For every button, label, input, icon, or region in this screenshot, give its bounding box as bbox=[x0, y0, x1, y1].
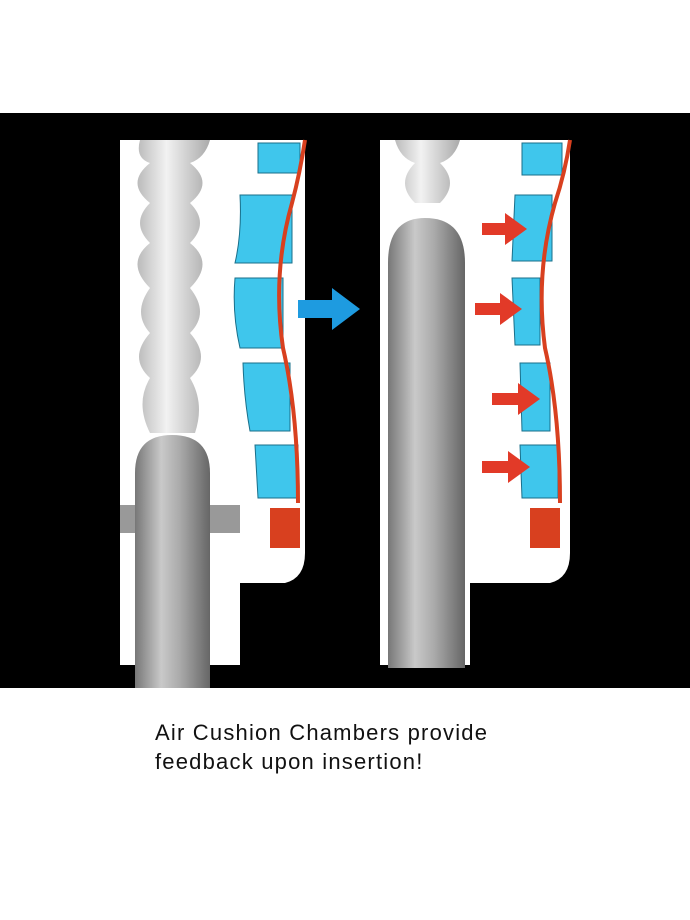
valve-icon bbox=[530, 508, 560, 548]
sleeve-after bbox=[380, 139, 572, 668]
diagram-panel bbox=[0, 113, 690, 688]
air-chambers bbox=[233, 142, 301, 499]
caption: Air Cushion Chambers provide feedback up… bbox=[155, 718, 488, 776]
arrow-right-icon bbox=[475, 293, 522, 325]
arrow-right-icon bbox=[298, 288, 360, 330]
arrow-right-icon bbox=[482, 451, 530, 483]
valve-icon bbox=[270, 508, 300, 548]
pressure-arrows bbox=[475, 213, 540, 483]
arrow-right-icon bbox=[482, 213, 527, 245]
arrow-right-icon bbox=[492, 383, 540, 415]
caption-line-1: Air Cushion Chambers provide bbox=[155, 720, 489, 745]
caption-line-2: feedback upon insertion! bbox=[155, 749, 424, 774]
sleeve-before bbox=[120, 139, 307, 688]
air-cushion-diagram bbox=[120, 139, 572, 688]
